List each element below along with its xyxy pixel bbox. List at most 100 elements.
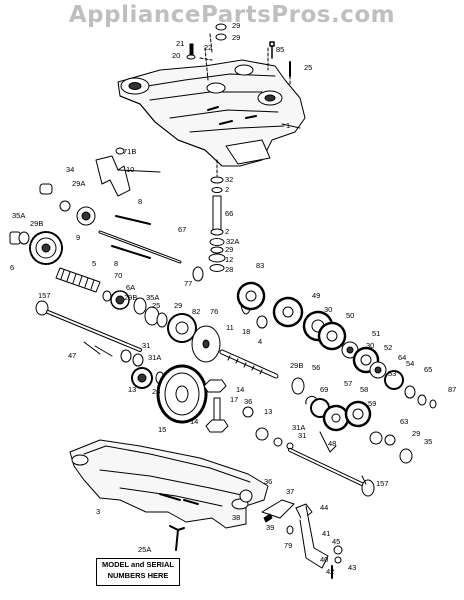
part-label: 79	[284, 541, 292, 550]
part-label: 31A	[148, 353, 161, 362]
part-label: 32A	[226, 237, 239, 246]
part-label: 18	[242, 327, 250, 336]
part-label: 50	[346, 311, 354, 320]
part-label: 5	[92, 259, 96, 268]
part-label: 51	[372, 329, 380, 338]
part-label: 29	[232, 21, 240, 30]
part-label: 8	[114, 259, 118, 268]
part-label: 69	[320, 385, 328, 394]
part-label: 11	[226, 323, 234, 332]
gear-11	[191, 325, 221, 363]
part-label: 34	[66, 165, 74, 174]
part-label: 65	[424, 365, 432, 374]
shaft-47	[35, 300, 144, 367]
part-label: 25A	[138, 545, 151, 554]
part-label: 44	[320, 503, 328, 512]
part-label: 31	[142, 341, 150, 350]
part-label: 28	[225, 265, 233, 274]
part-label: 29	[174, 301, 182, 310]
part-label: 43	[348, 563, 356, 572]
part-label: 9	[76, 233, 80, 242]
part-label: 77	[184, 279, 192, 288]
part-label: 38	[232, 513, 240, 522]
top-small-parts	[186, 23, 291, 77]
part-label: 6A	[126, 283, 135, 292]
part-label: 63	[400, 417, 408, 426]
part-label: 21	[176, 39, 184, 48]
part-label: 35	[424, 437, 432, 446]
rod-8-upper	[115, 215, 151, 225]
part-label: 22	[204, 43, 212, 52]
part-label: 40	[320, 555, 328, 564]
part-label: 42	[326, 567, 334, 576]
upper-housing	[117, 59, 306, 167]
lower-right-gears	[291, 377, 413, 464]
part-label: 53	[388, 369, 396, 378]
part-label: 71B	[123, 147, 136, 156]
rod-8-lower	[111, 245, 151, 259]
differential-parts	[203, 379, 294, 450]
part-label: 26	[152, 387, 160, 396]
part-label: 29B	[124, 293, 137, 302]
gear-83	[236, 281, 266, 311]
note-line-2: NUMBERS HERE	[107, 571, 169, 580]
gear-15	[156, 364, 208, 424]
part-label: 4	[258, 337, 262, 346]
part-label: 66	[225, 209, 233, 218]
part-label: 39	[266, 523, 274, 532]
part-label: 56	[312, 363, 320, 372]
part-label: 35A	[146, 293, 159, 302]
worm-shaft	[55, 267, 101, 293]
part-label: 29	[232, 33, 240, 42]
right-gear-train	[272, 296, 437, 409]
part-label: 157	[38, 291, 51, 300]
part-label: 8	[138, 197, 142, 206]
part-label: 2	[225, 227, 229, 236]
part-label: 25	[304, 63, 312, 72]
part-label: 36	[264, 477, 272, 486]
center-shaft-stack	[208, 159, 226, 272]
part-label: 15	[158, 425, 166, 434]
part-label: 64	[398, 353, 406, 362]
part-label: 70	[114, 271, 122, 280]
part-label: 49	[312, 291, 320, 300]
part-label: 10	[126, 165, 134, 174]
part-label: 13	[264, 407, 272, 416]
part-label: 14	[190, 417, 198, 426]
part-label: 29B	[30, 219, 43, 228]
part-label: 82	[192, 307, 200, 316]
part-label: 47	[68, 351, 76, 360]
part-label: 29B	[290, 361, 303, 370]
part-label: 31	[298, 431, 306, 440]
part-label: 45	[332, 537, 340, 546]
part-label: 76	[210, 307, 218, 316]
part-label: 29	[225, 245, 233, 254]
part-label: 157	[376, 479, 389, 488]
part-label: 83	[256, 261, 264, 270]
shift-arm-assembly	[239, 489, 343, 579]
part-label: 54	[406, 359, 414, 368]
part-label: 6	[10, 263, 14, 272]
part-label: 41	[322, 529, 330, 538]
part-label: 3	[96, 507, 100, 516]
part-label: 36	[244, 397, 252, 406]
part-label: 37	[286, 487, 294, 496]
part-label: 29	[412, 429, 420, 438]
part-label: 31A	[292, 423, 305, 432]
watermark: AppliancePartsPros.com	[68, 2, 396, 28]
lower-housing	[69, 439, 269, 529]
middle-gear-cluster	[102, 290, 197, 343]
part-label: 1	[286, 121, 290, 130]
shift-fork-group	[9, 147, 161, 265]
part-label: 87	[448, 385, 456, 394]
part-label: 30	[366, 341, 374, 350]
part-label: 17	[230, 395, 238, 404]
part-label: 85	[276, 45, 284, 54]
part-label: 35A	[12, 211, 25, 220]
part-label: 48	[328, 439, 336, 448]
part-label: 25	[152, 301, 160, 310]
note-line-1: MODEL and SERIAL	[102, 560, 174, 569]
part-label: 32	[225, 175, 233, 184]
